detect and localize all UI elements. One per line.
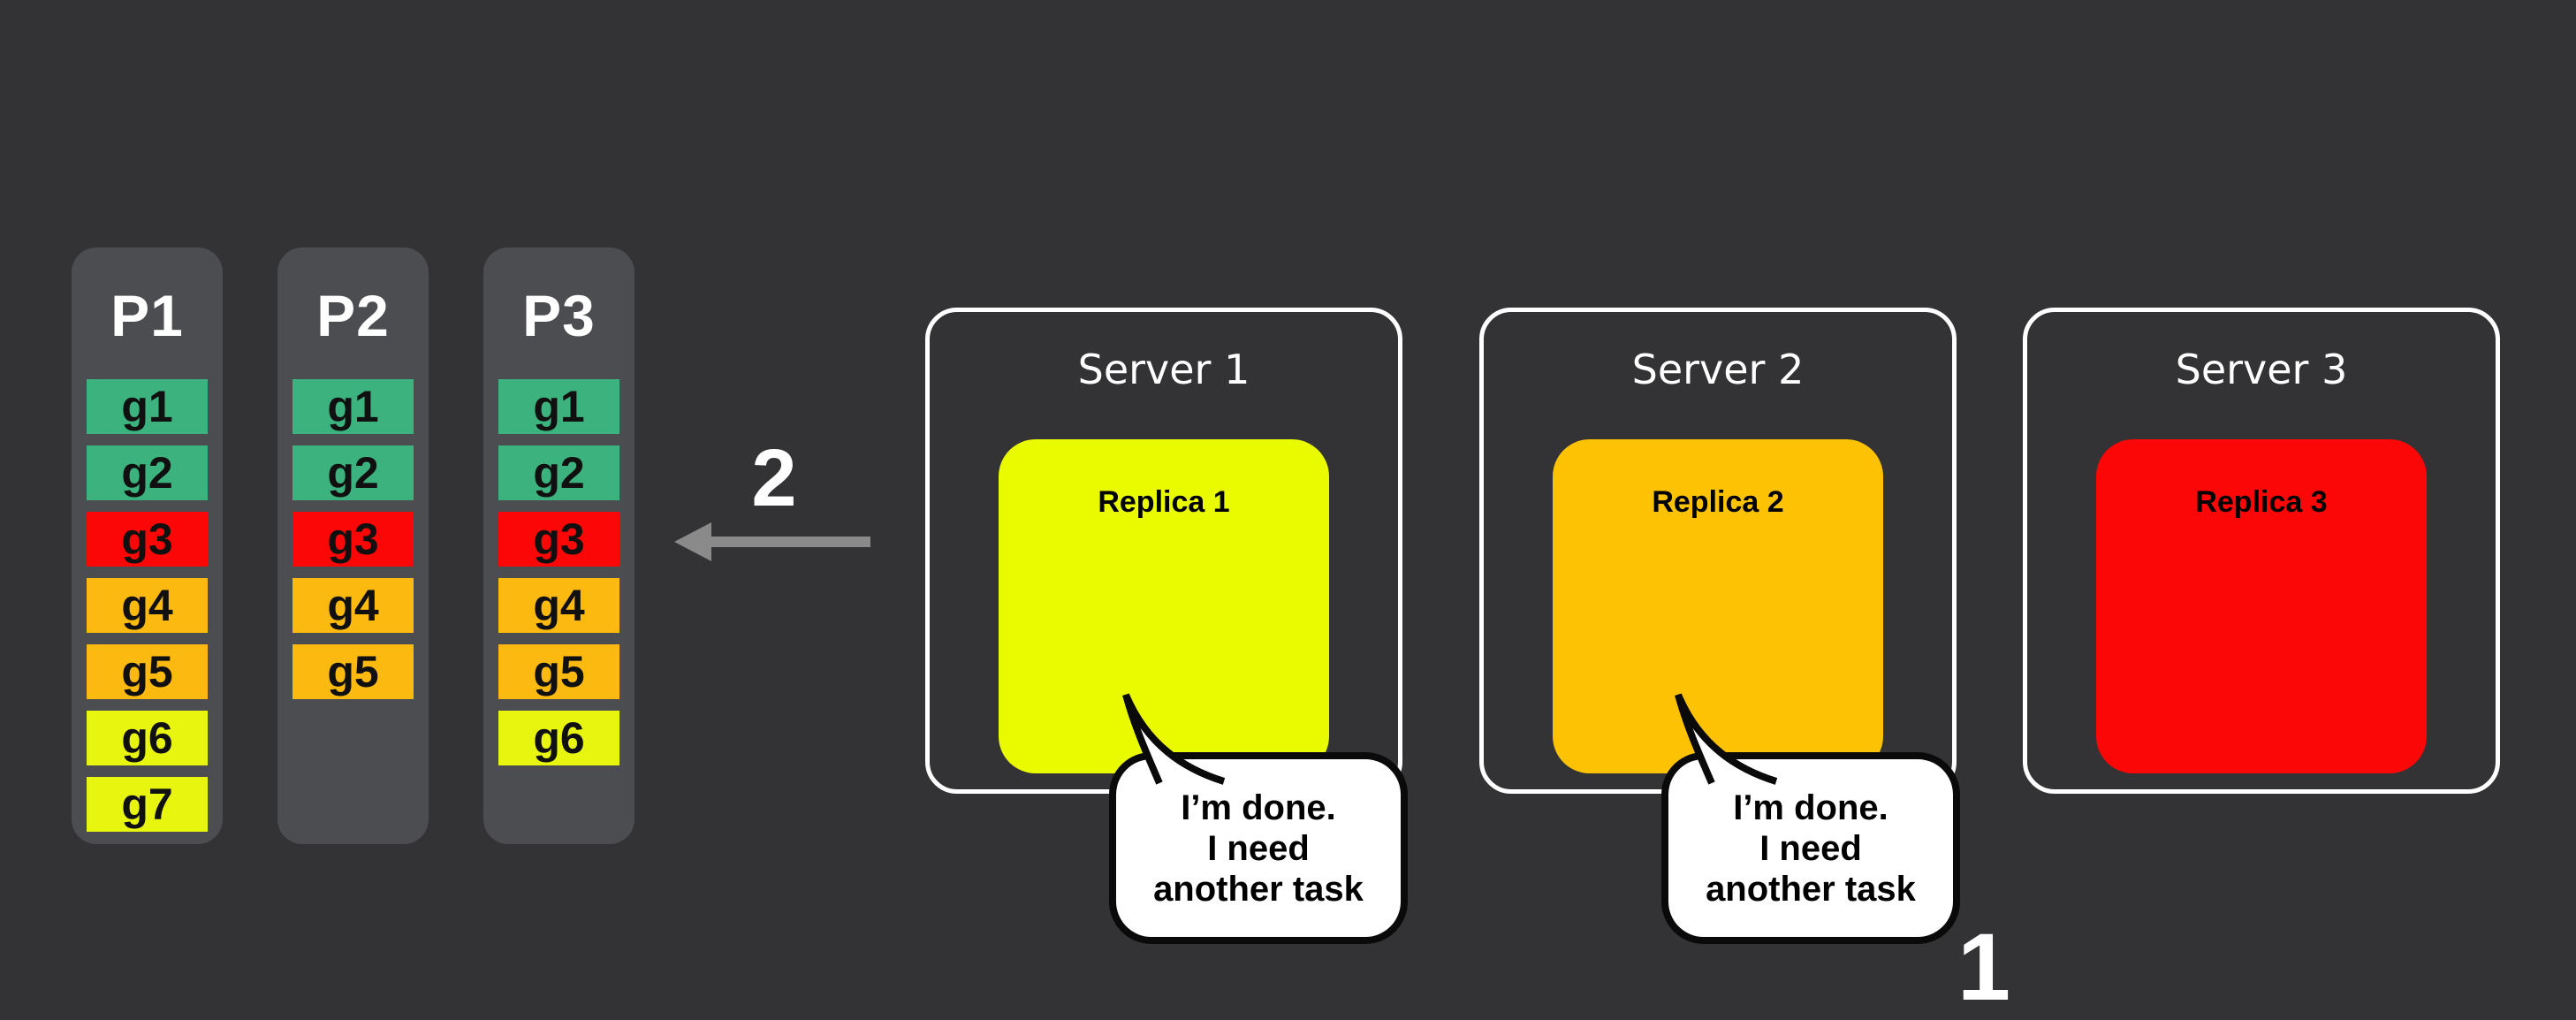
replica-label: Replica 2 (1652, 485, 1784, 519)
bubble-line: another task (1153, 869, 1364, 909)
task-cell-g4: g4 (293, 578, 414, 633)
server-3-box: Server 3 Replica 3 (2023, 308, 2500, 794)
replica-label: Replica 3 (2195, 485, 2328, 519)
task-cell-g5: g5 (293, 644, 414, 699)
replica-label: Replica 1 (1098, 485, 1230, 519)
task-cell-g2: g2 (87, 445, 208, 500)
partition-title: P2 (316, 283, 390, 348)
replica-2: Replica 2 (1553, 439, 1883, 773)
task-cell-g5: g5 (87, 644, 208, 699)
partition-p1: P1 g1 g2 g3 g4 g5 g6 g7 (72, 247, 223, 844)
partition-p2: P2 g1 g2 g3 g4 g5 (277, 247, 429, 844)
partition-title: P1 (110, 283, 184, 348)
diagram-canvas: { "background": "#333234", "palette": { … (72, 247, 2500, 1015)
speech-bubble-replica-2: I’m done. I need another task (1661, 752, 1960, 944)
arrow-left-icon (674, 522, 870, 561)
bubble-line: I’m done. (1733, 788, 1888, 827)
server-1-box: Server 1 Replica 1 (925, 308, 1402, 794)
server-title: Server 3 (2175, 346, 2348, 393)
task-cell-g4: g4 (87, 578, 208, 633)
task-cell-g3: g3 (293, 512, 414, 567)
task-list: g1 g2 g3 g4 g5 g6 (483, 379, 635, 765)
bubble-line: I’m done. (1181, 788, 1336, 827)
bubble-line: I need (1207, 828, 1310, 868)
task-cell-g1: g1 (293, 379, 414, 434)
step-2-label: 2 (751, 433, 797, 523)
server-title: Server 2 (1631, 346, 1805, 393)
task-cell-g5: g5 (498, 644, 619, 699)
server-title: Server 1 (1077, 346, 1250, 393)
task-cell-g2: g2 (498, 445, 619, 500)
task-list: g1 g2 g3 g4 g5 (277, 379, 429, 699)
partition-p3: P3 g1 g2 g3 g4 g5 g6 (483, 247, 635, 844)
task-list: g1 g2 g3 g4 g5 g6 g7 (72, 379, 223, 832)
replica-1: Replica 1 (999, 439, 1329, 773)
task-cell-g1: g1 (498, 379, 619, 434)
task-cell-g6: g6 (87, 711, 208, 765)
task-cell-g4: g4 (498, 578, 619, 633)
task-cell-g1: g1 (87, 379, 208, 434)
speech-bubble-replica-1: I’m done. I need another task (1109, 752, 1408, 944)
task-cell-g6: g6 (498, 711, 619, 765)
bubble-line: another task (1706, 869, 1916, 909)
task-cell-g3: g3 (498, 512, 619, 567)
task-cell-g7: g7 (87, 777, 208, 832)
partitions: P1 g1 g2 g3 g4 g5 g6 g7 P2 g1 g2 g3 g4 g5 P3 g1 g2 g3 g4 g5… (72, 247, 635, 844)
step-1-label: 1 (1957, 913, 2011, 1020)
server-2-box: Server 2 Replica 2 (1479, 308, 1957, 794)
task-cell-g2: g2 (293, 445, 414, 500)
task-cell-g3: g3 (87, 512, 208, 567)
bubble-line: I need (1759, 828, 1862, 868)
replica-3: Replica 3 (2096, 439, 2427, 773)
partition-title: P3 (522, 283, 596, 348)
